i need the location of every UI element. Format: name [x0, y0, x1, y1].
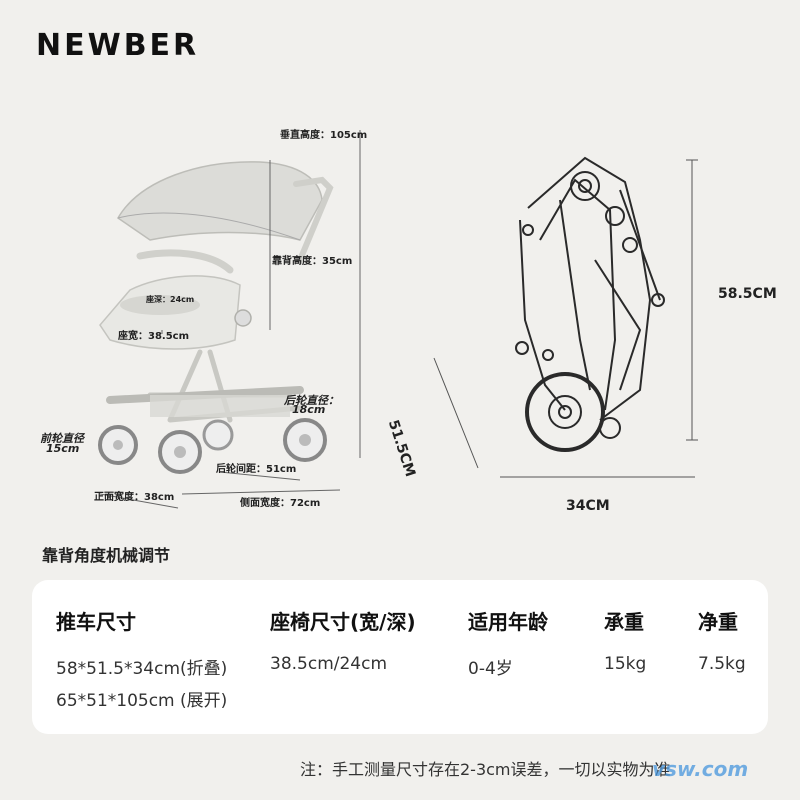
stroller-open-icon: [98, 161, 334, 474]
product-diagram: 垂直高度：105cm 靠背高度：35cm 座深：24cm 座宽：38.5cm 后…: [0, 90, 800, 530]
cell-net-weight: 7.5kg: [698, 654, 746, 674]
dim-vertical-height: 垂直高度：105cm: [280, 130, 368, 141]
dim-side-width: 侧面宽度：72cm: [240, 498, 321, 509]
dim-rear-wheel-value: 18cm: [292, 403, 326, 416]
header-stroller-size: 推车尺寸: [56, 610, 136, 634]
dim-rear-wheel-label: 后轮直径：: [284, 394, 339, 407]
header-net-weight: 净重: [698, 610, 738, 634]
recline-subtitle: 靠背角度机械调节: [42, 546, 171, 565]
dim-front-width: 正面宽度：38cm: [94, 492, 175, 503]
cell-load: 15kg: [604, 654, 647, 674]
dim-front-wheel-label: 前轮直径: [40, 432, 84, 445]
watermark: vsw.com: [652, 757, 749, 781]
dim-front-wheel-value: 15cm: [46, 442, 80, 455]
cell-seat-size: 38.5cm/24cm: [270, 654, 388, 674]
stroller-illustration: [98, 130, 698, 509]
cell-stroller-size-folded: 58*51.5*34cm(折叠): [56, 659, 228, 679]
measurement-note: 注：手工测量尺寸存在2-3cm误差，一切以实物为准: [300, 760, 671, 779]
dim-seat-depth: 座深：24cm: [146, 295, 195, 304]
dim-wheelbase: 后轮间距：51cm: [216, 464, 297, 475]
header-age: 适用年龄: [468, 610, 548, 634]
brand-logo: NEWBER: [36, 28, 200, 63]
stroller-folded-icon: [515, 156, 665, 452]
header-load: 承重: [604, 610, 644, 634]
dim-folded-width: 34CM: [566, 498, 610, 514]
dim-seat-width: 座宽：38.5cm: [118, 331, 190, 342]
spec-table: 推车尺寸 座椅尺寸(宽/深) 适用年龄 承重 净重 58*51.5*34cm(折…: [32, 580, 768, 734]
header-seat-size: 座椅尺寸(宽/深): [270, 610, 416, 634]
dim-backrest-height: 靠背高度：35cm: [272, 256, 353, 267]
cell-age: 0-4岁: [468, 659, 513, 679]
dimension-lines: [99, 130, 361, 509]
cell-stroller-size-unfolded: 65*51*105cm (展开): [56, 691, 228, 711]
dim-folded-height: 58.5CM: [718, 286, 777, 302]
